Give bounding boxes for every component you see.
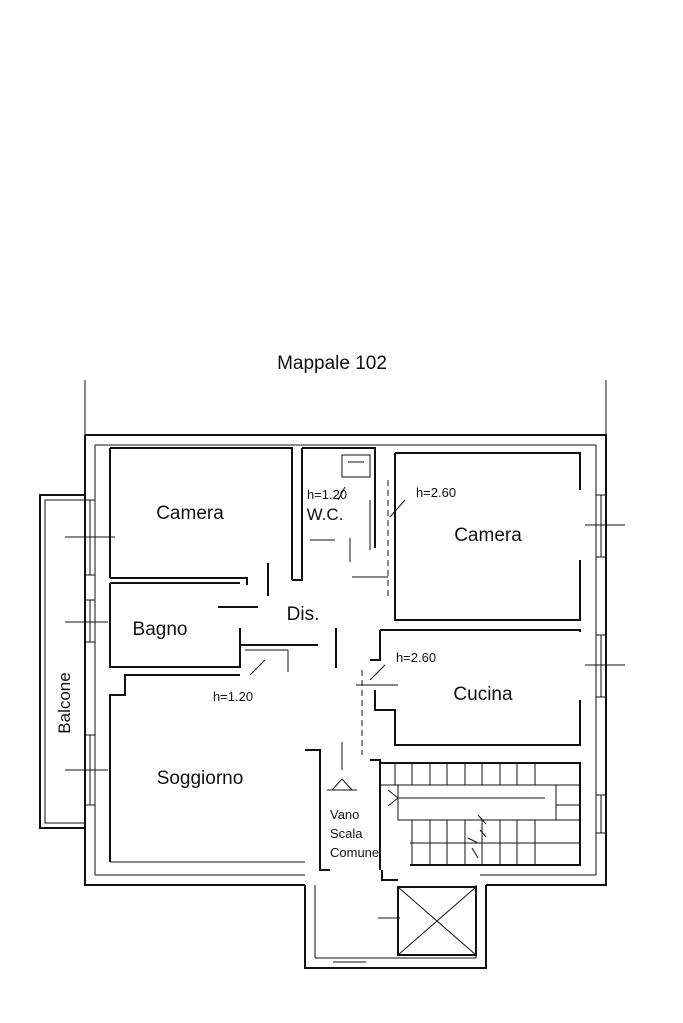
- height-label-camera-right: h=2.60: [416, 485, 456, 500]
- room-label-camera-left: Camera: [156, 503, 224, 524]
- room-label-cucina: Cucina: [453, 684, 513, 705]
- room-label-bagno: Bagno: [133, 619, 188, 640]
- height-label-cucina: h=2.60: [396, 650, 436, 665]
- room-label-camera-right: Camera: [454, 525, 522, 546]
- room-label-wc: W.C.: [307, 505, 344, 524]
- stair-label-line3: Comune: [330, 845, 379, 860]
- balcony: [39, 494, 85, 829]
- room-label-dis: Dis.: [287, 604, 320, 625]
- room-label-balcone: Balcone: [55, 672, 74, 733]
- height-label-wc: h=1.20: [307, 487, 347, 502]
- stair-flight: [327, 762, 581, 866]
- interior-walls: [109, 447, 581, 919]
- section-markers: [65, 486, 625, 771]
- stair-label-line2: Scala: [330, 826, 363, 841]
- lift-shaft: [397, 886, 477, 956]
- height-label-bagno: h=1.20: [213, 689, 253, 704]
- room-label-soggiorno: Soggiorno: [157, 768, 244, 789]
- stair-label-line1: Vano: [330, 807, 359, 822]
- plot-label: Mappale 102: [277, 353, 387, 374]
- windows: [84, 494, 607, 963]
- site-boundary: [84, 380, 607, 435]
